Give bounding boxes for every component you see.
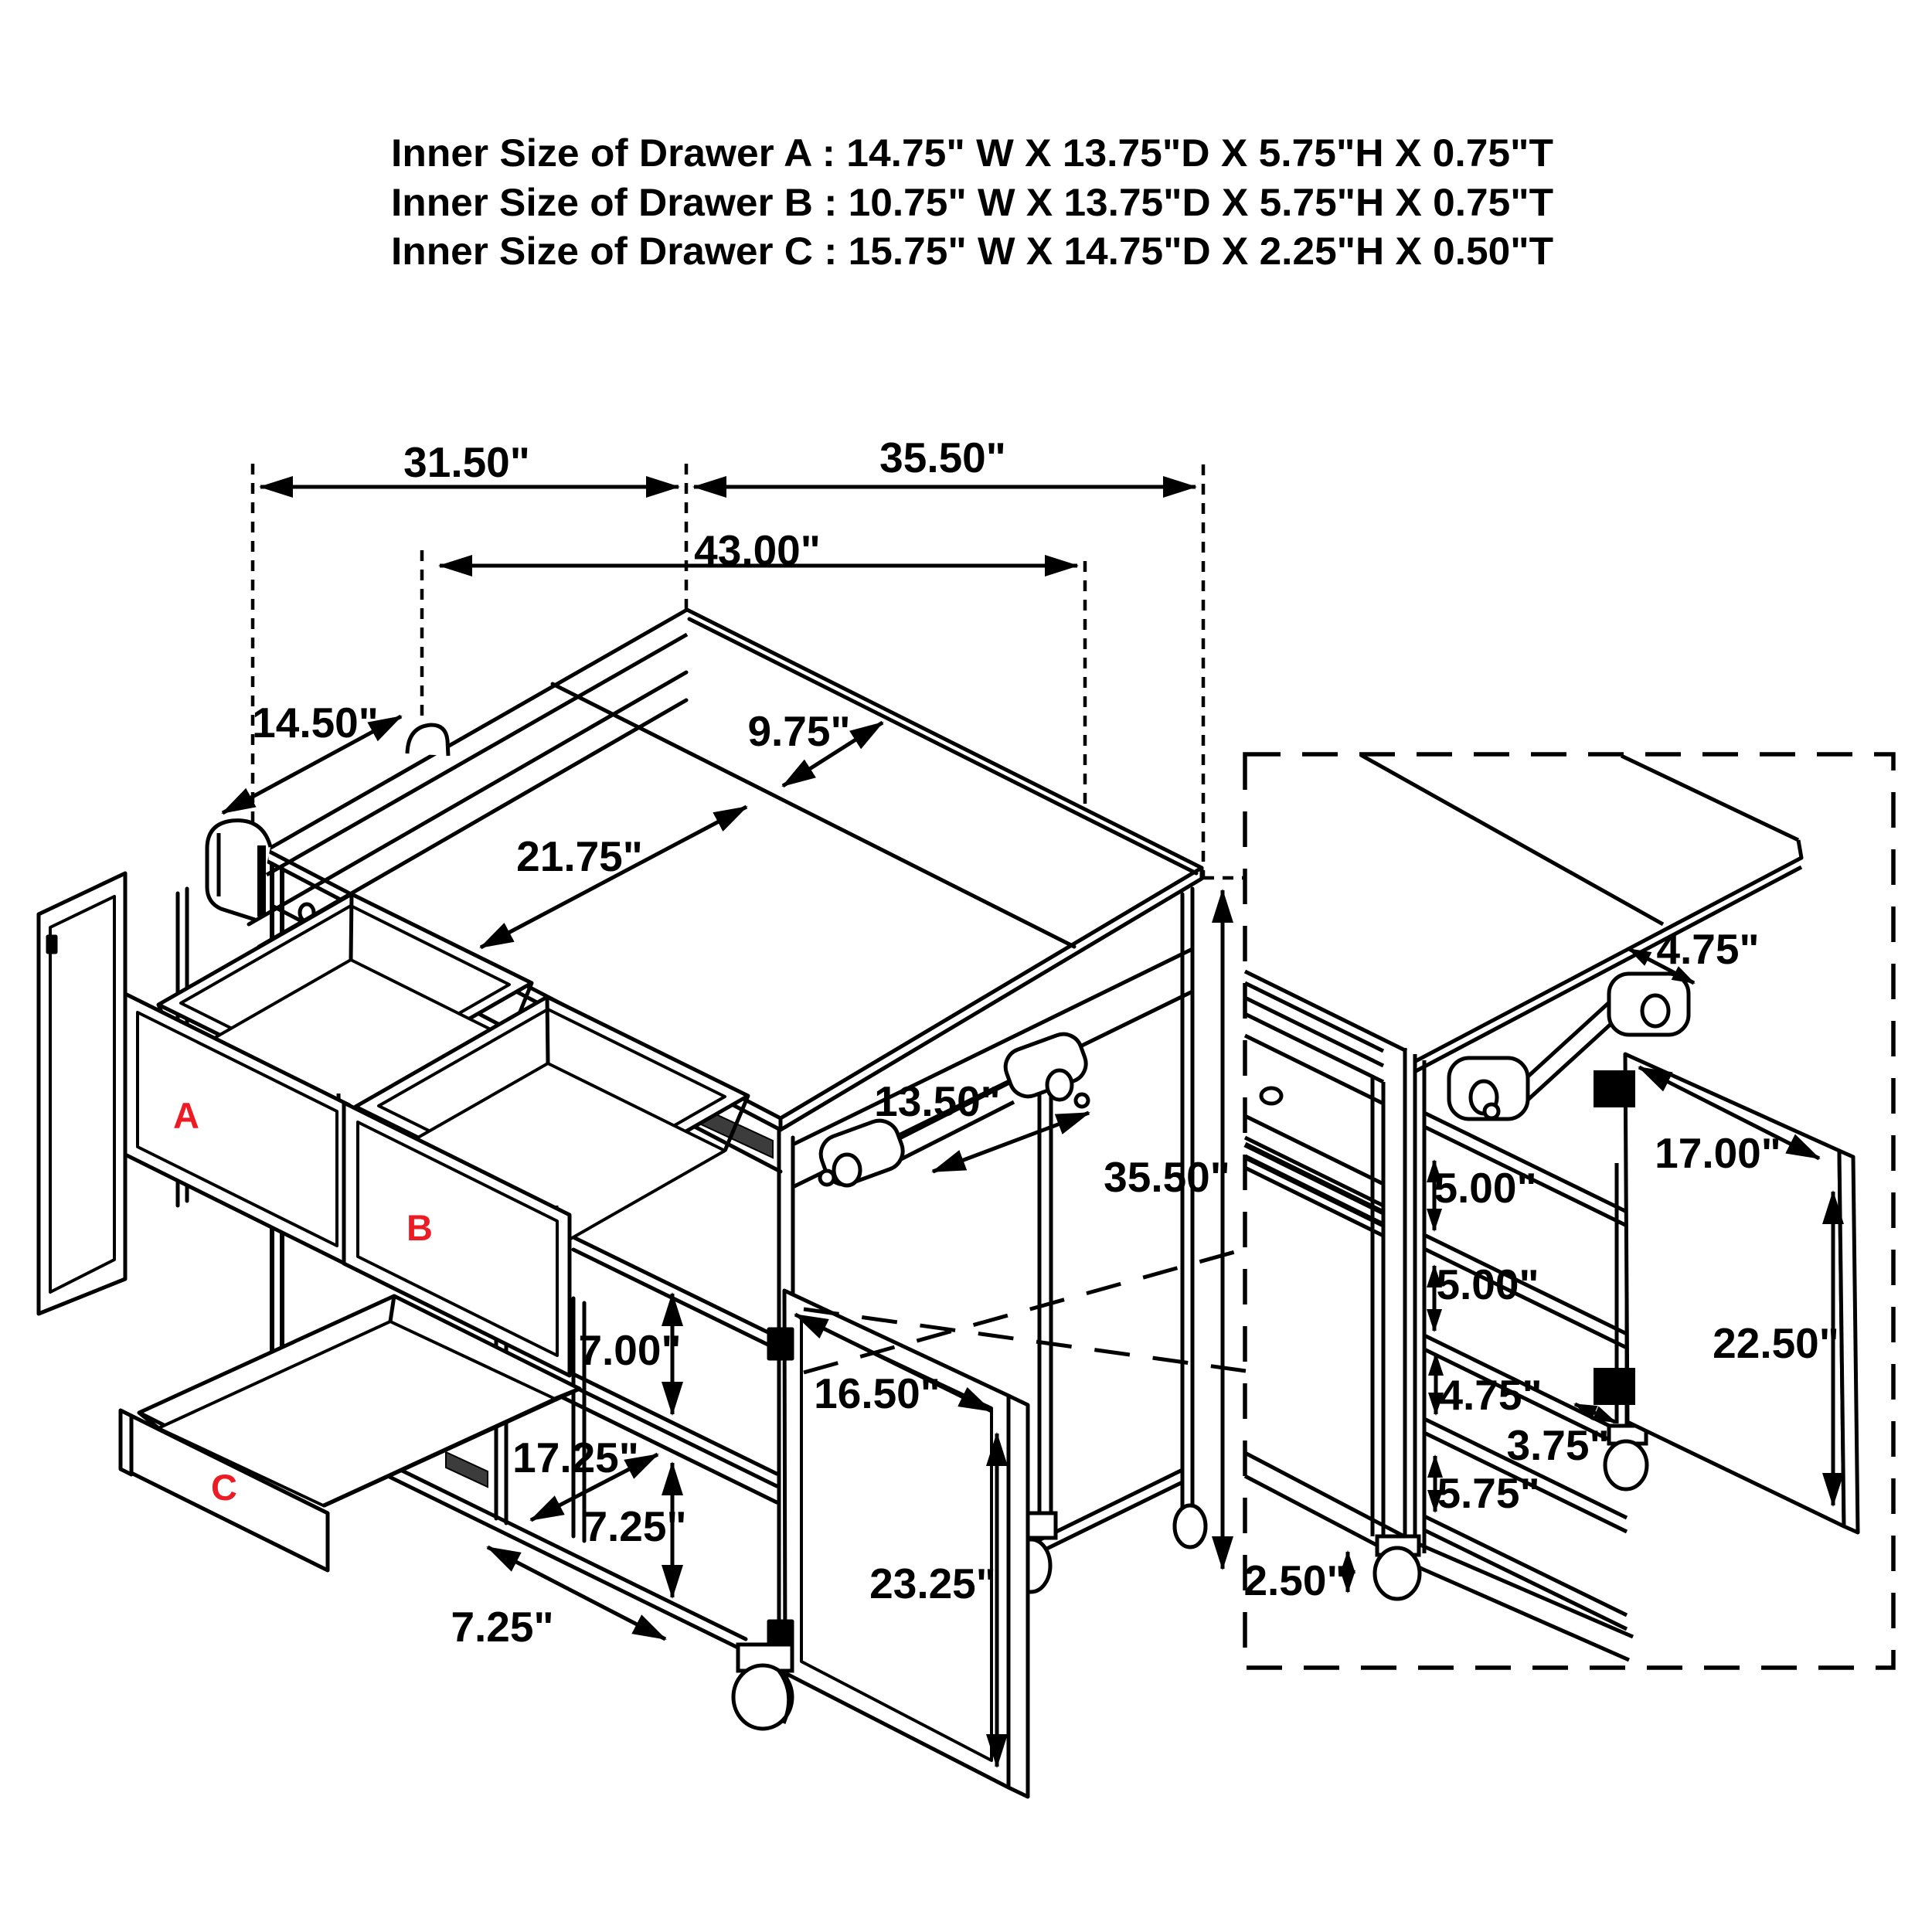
svg-text:Inner Size of Drawer C : 15.75: Inner Size of Drawer C : 15.75" W X 14.7… (391, 230, 1553, 273)
svg-text:9.75": 9.75" (747, 707, 850, 755)
svg-text:4.75": 4.75" (1439, 1371, 1542, 1419)
svg-text:16.50": 16.50" (814, 1369, 940, 1417)
svg-text:B: B (406, 1207, 433, 1248)
svg-text:5.00": 5.00" (1436, 1260, 1539, 1308)
svg-text:17.00": 17.00" (1655, 1129, 1781, 1177)
svg-text:21.75": 21.75" (516, 832, 643, 880)
svg-text:35.50": 35.50" (1104, 1153, 1230, 1201)
svg-text:31.50": 31.50" (403, 438, 530, 486)
svg-text:7.25": 7.25" (583, 1502, 686, 1550)
svg-text:23.25": 23.25" (869, 1560, 996, 1607)
svg-text:13.50": 13.50" (874, 1077, 1001, 1125)
svg-text:7.00": 7.00" (578, 1326, 681, 1374)
svg-text:14.50": 14.50" (252, 699, 379, 747)
svg-text:35.50": 35.50" (879, 434, 1006, 481)
svg-text:Inner Size of Drawer B : 10.75: Inner Size of Drawer B : 10.75" W X 13.7… (391, 181, 1553, 224)
svg-text:7.25": 7.25" (451, 1603, 553, 1651)
svg-text:2.50": 2.50" (1243, 1556, 1346, 1604)
svg-text:4.75": 4.75" (1656, 925, 1759, 973)
svg-text:A: A (173, 1095, 199, 1136)
svg-text:17.25": 17.25" (512, 1434, 639, 1481)
svg-text:Inner Size of Drawer A : 14.75: Inner Size of Drawer A : 14.75" W X 13.7… (391, 131, 1553, 175)
svg-text:22.50": 22.50" (1713, 1319, 1839, 1367)
svg-text:3.75": 3.75" (1506, 1421, 1609, 1469)
svg-text:43.00": 43.00" (694, 526, 821, 574)
svg-text:5.75": 5.75" (1437, 1469, 1539, 1517)
svg-text:C: C (211, 1467, 237, 1508)
svg-text:5.00": 5.00" (1434, 1164, 1536, 1212)
